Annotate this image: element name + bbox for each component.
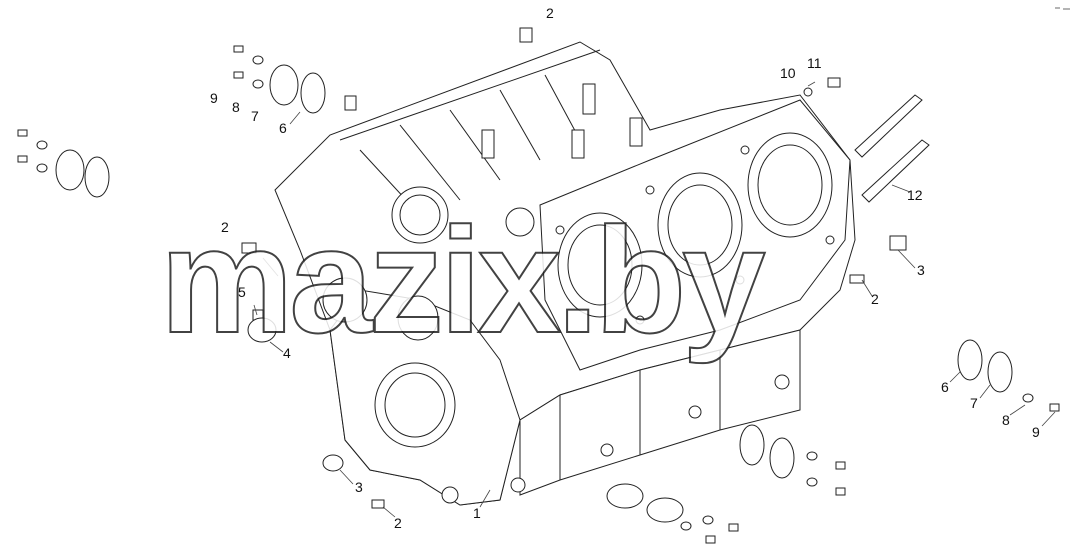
parts-far-left	[17, 129, 110, 198]
callout-2-left: 2	[221, 219, 229, 235]
corner-mark	[1055, 7, 1070, 10]
callout-1: 1	[473, 505, 481, 521]
watermark-text: mazix.by	[160, 196, 765, 364]
callout-3-right: 3	[917, 262, 925, 278]
parts-left-mid	[241, 242, 277, 343]
callout-6-left: 6	[279, 120, 287, 136]
callout-7-left: 7	[251, 108, 259, 124]
parts-bottom-left	[322, 454, 385, 509]
leader-lines	[253, 81, 1056, 518]
callouts: 2 10 11 9 8 7 6 12 2 3 2 5 4 6 7 8 9 3 2…	[210, 5, 1040, 531]
parts-bottom-right	[606, 424, 846, 544]
engine-block	[274, 41, 856, 506]
callout-12: 12	[907, 187, 923, 203]
parts-top-right	[803, 77, 930, 284]
callout-8-right: 8	[1002, 412, 1010, 428]
callout-2-bottom: 2	[394, 515, 402, 531]
callout-2-top: 2	[546, 5, 554, 21]
callout-3-bottom: 3	[355, 479, 363, 495]
parts-right	[957, 339, 1060, 412]
callout-10: 10	[780, 65, 796, 81]
callout-8-left: 8	[232, 99, 240, 115]
parts-top-left	[233, 27, 533, 114]
callout-7-right: 7	[970, 395, 978, 411]
callout-9-left: 9	[210, 90, 218, 106]
callout-5: 5	[238, 284, 246, 300]
callout-6-right: 6	[941, 379, 949, 395]
callout-11: 11	[807, 55, 822, 71]
callout-9-right: 9	[1032, 424, 1040, 440]
callout-2-right: 2	[871, 291, 879, 307]
callout-4: 4	[283, 345, 291, 361]
